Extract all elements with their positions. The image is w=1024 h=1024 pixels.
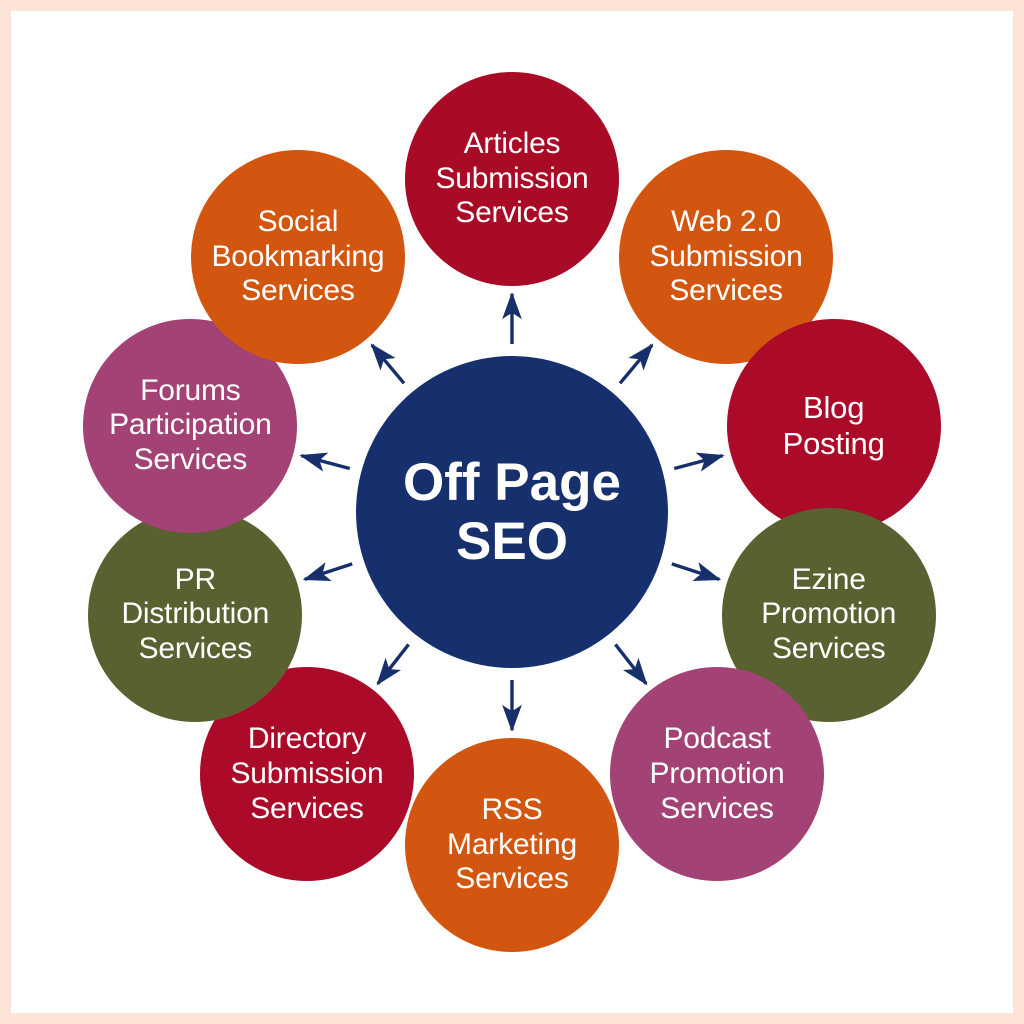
arrow-to-pr-distribution-services — [302, 562, 353, 582]
center-node-label: Off Page SEO — [403, 452, 621, 571]
spoke-node-blog-posting[interactable]: Blog Posting — [726, 318, 941, 533]
spoke-node-label: RSS Marketing Services — [447, 792, 577, 896]
center-node-off-page-seo[interactable]: Off Page SEO — [356, 356, 668, 668]
arrow-to-forums-participation-services — [299, 452, 351, 472]
spoke-node-label: Forums Participation Services — [109, 373, 272, 477]
arrow-to-web-20-submission-services — [618, 343, 654, 385]
arrow-to-ezine-promotion-services — [671, 562, 722, 582]
spoke-node-articles-submission-services[interactable]: Articles Submission Services — [405, 72, 619, 286]
spoke-node-label: Articles Submission Services — [435, 126, 589, 230]
spoke-node-label: Social Bookmarking Services — [211, 204, 385, 308]
spoke-node-label: Blog Posting — [782, 389, 885, 461]
spoke-node-social-bookmarking-services[interactable]: Social Bookmarking Services — [190, 149, 405, 364]
spoke-node-pr-distribution-services[interactable]: PR Distribution Services — [88, 507, 303, 722]
spoke-node-label: Web 2.0 Submission Services — [649, 204, 803, 308]
spoke-node-label: Directory Submission Services — [230, 722, 384, 825]
arrow-to-podcast-promotion-services — [614, 643, 648, 686]
spoke-node-ezine-promotion-services[interactable]: Ezine Promotion Services — [721, 507, 936, 722]
arrow-to-blog-posting — [673, 452, 725, 472]
spoke-node-podcast-promotion-services[interactable]: Podcast Promotion Services — [610, 667, 824, 882]
arrow-to-social-bookmarking-services — [370, 343, 406, 385]
spoke-node-label: PR Distribution Services — [121, 562, 270, 666]
spoke-node-label: Podcast Promotion Services — [649, 722, 785, 825]
spoke-node-rss-marketing-services[interactable]: RSS Marketing Services — [405, 738, 619, 952]
diagram-stage: Off Page SEO Articles Submission Service… — [11, 11, 1013, 1013]
arrow-to-directory-submission-services — [376, 643, 410, 686]
spoke-node-label: Ezine Promotion Services — [761, 562, 897, 666]
